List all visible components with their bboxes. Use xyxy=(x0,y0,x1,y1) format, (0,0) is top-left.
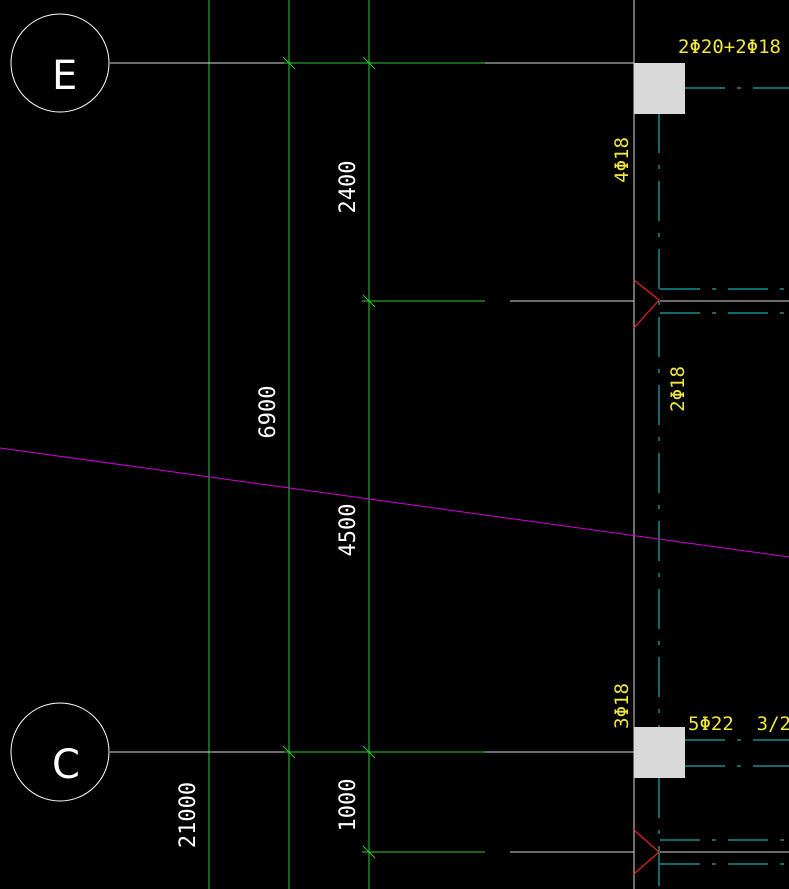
column-markers xyxy=(633,279,660,875)
dimension-text-2400: 2400 xyxy=(336,161,361,214)
column-c xyxy=(634,727,685,778)
tick-mark xyxy=(362,56,376,70)
dimension-text-6900: 6900 xyxy=(256,386,281,439)
section-cut-line xyxy=(0,447,789,558)
dimension-text-1000: 1000 xyxy=(336,779,361,832)
axis-circle-e xyxy=(10,13,110,113)
tick-mark xyxy=(282,745,296,759)
axis-label-e: E xyxy=(52,53,77,99)
axis-bubble-c: C xyxy=(10,702,110,802)
rebar-label-upper-span: 4Φ18 xyxy=(611,137,633,183)
rebar-label-middle-span: 2Φ18 xyxy=(667,366,689,412)
dimension-text-4500: 4500 xyxy=(336,504,361,557)
tick-mark xyxy=(362,845,376,859)
axis-circle-c xyxy=(10,702,110,802)
axis-label-c: C xyxy=(52,742,80,788)
rebar-label-lower-span: 3Φ18 xyxy=(611,683,633,729)
tick-mark xyxy=(362,745,376,759)
tick-mark xyxy=(282,56,296,70)
rebar-label-top-column: 2Φ20+2Φ18 xyxy=(678,36,781,58)
column-e xyxy=(634,63,685,114)
dimension-text-21000: 21000 xyxy=(176,782,201,848)
tick-mark xyxy=(362,294,376,308)
column-marker-lower xyxy=(633,829,660,875)
dashed-beam-lines xyxy=(658,87,789,889)
column-marker-upper xyxy=(633,279,660,329)
axis-bubble-e: E xyxy=(10,13,110,113)
rebar-label-bottom-column: 5Φ22 3/2 xyxy=(688,713,789,735)
dimension-lines xyxy=(208,0,485,889)
